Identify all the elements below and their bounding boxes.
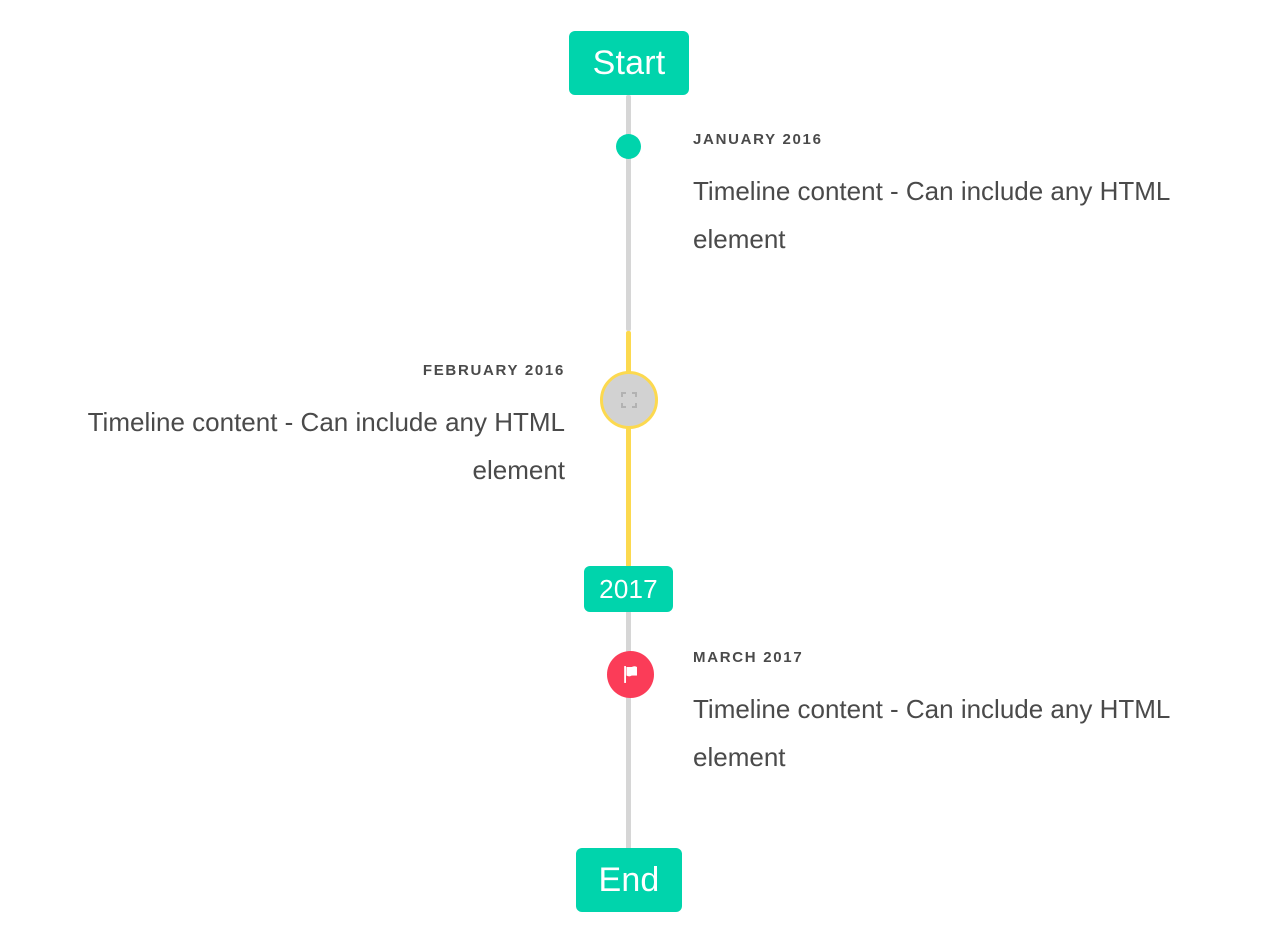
timeline-end-badge[interactable]: End: [576, 848, 682, 912]
timeline-line-segment-start: [626, 95, 631, 331]
timeline-entry-body: Timeline content - Can include any HTML …: [87, 407, 565, 486]
timeline-entry-body: Timeline content - Can include any HTML …: [693, 694, 1170, 773]
timeline-entry-january: JANUARY 2016 Timeline content - Can incl…: [693, 131, 1223, 263]
timeline-line-segment-highlight: [626, 331, 631, 567]
timeline-start-badge[interactable]: Start: [569, 31, 689, 95]
timeline-line-segment-end: [626, 611, 631, 851]
timeline-start-badge-label: Start: [592, 43, 666, 82]
timeline-entry-date: JANUARY 2016: [693, 131, 823, 148]
timeline-end-badge-label: End: [598, 860, 660, 899]
timeline-entry-date: FEBRUARY 2016: [422, 362, 565, 379]
timeline-year-badge-label: 2017: [599, 573, 658, 604]
timeline-marker-january-dot-icon[interactable]: [616, 134, 641, 159]
flag-icon: [624, 666, 637, 683]
timeline-entry-february: FEBRUARY 2016 Timeline content - Can inc…: [40, 362, 565, 494]
timeline-marker-february-image[interactable]: [600, 371, 658, 429]
timeline-entry-march: MARCH 2017 Timeline content - Can includ…: [693, 649, 1223, 781]
timeline-entry-body: Timeline content - Can include any HTML …: [693, 176, 1170, 255]
timeline-marker-march-flag[interactable]: [607, 651, 654, 698]
timeline-year-badge-2017[interactable]: 2017: [584, 566, 673, 612]
timeline-entry-date: MARCH 2017: [693, 649, 804, 666]
broken-image-icon: [621, 392, 637, 408]
